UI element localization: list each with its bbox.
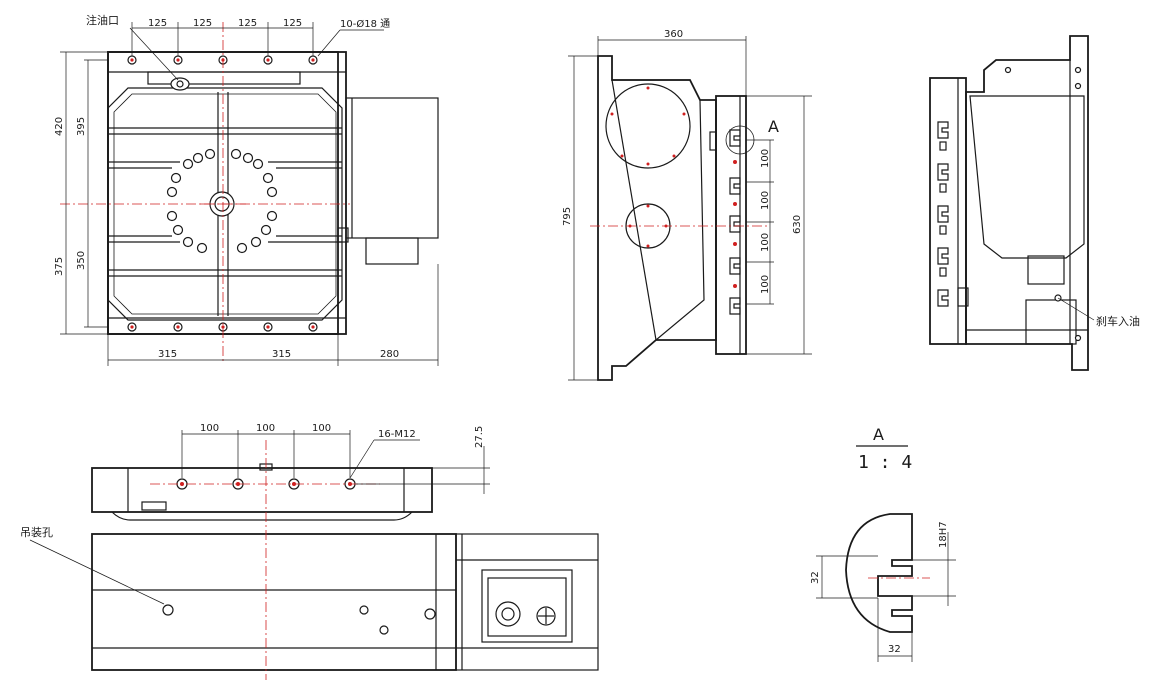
side-dim-top: 360 (664, 29, 683, 40)
top-view: 注油口 125 125 125 125 10-Ø18 通 420 395 375… (54, 13, 439, 366)
side-view-motor-circle (605, 83, 691, 169)
side-detail-ref: A (768, 117, 779, 136)
top-dim-3: 125 (238, 18, 257, 29)
front-view-gearbox (455, 533, 599, 671)
front-dim-1: 100 (200, 423, 219, 434)
dim-bottom-mid: 315 (272, 349, 291, 360)
detail-dim-slot: 18H7 (938, 521, 949, 548)
dim-left-inner-bottom: 350 (76, 251, 87, 270)
side-dim-height: 795 (562, 207, 573, 226)
side-dim-inner: 630 (792, 215, 803, 234)
side-view: 360 795 630 100 100 100 100 A (562, 29, 812, 381)
top-dim-1: 125 (148, 18, 167, 29)
detail-dim-height: 32 (810, 571, 821, 584)
oil-inlet-label: 注油口 (86, 13, 119, 27)
detail-profile (845, 513, 913, 633)
top-view-ring-holes (166, 148, 278, 254)
top-dim-2: 125 (193, 18, 212, 29)
right-view: 刹车入油 (929, 35, 1140, 371)
front-view-table (91, 467, 433, 513)
side-view-tslots (729, 129, 741, 315)
side-view-table (715, 95, 747, 355)
front-view: 100 100 100 16-M12 27.5 吊装孔 (20, 423, 599, 680)
detail-title: A (873, 425, 884, 444)
holes-note: 10-Ø18 通 (340, 18, 390, 30)
detail-scale: 1 : 4 (858, 452, 912, 473)
detail-dim-width: 32 (888, 644, 901, 655)
lifting-hole (162, 604, 174, 616)
brake-oil-label: 刹车入油 (1096, 314, 1140, 328)
dim-left-outer-bottom: 375 (54, 257, 65, 276)
side-dim-slot-1: 100 (760, 149, 771, 168)
thread-note: 16-M12 (378, 429, 416, 440)
connector-panel (481, 569, 573, 643)
side-dim-slot-4: 100 (760, 275, 771, 294)
front-dim-2: 100 (256, 423, 275, 434)
top-view-table (107, 87, 343, 321)
front-view-base (91, 533, 457, 671)
side-dim-slot-2: 100 (760, 191, 771, 210)
dim-left-outer-top: 420 (54, 117, 65, 136)
right-view-tslots (937, 121, 949, 307)
motor-housing (345, 97, 439, 239)
dim-left-inner-top: 395 (76, 117, 87, 136)
side-dim-slot-3: 100 (760, 233, 771, 252)
top-dim-4: 125 (283, 18, 302, 29)
front-dim-vertical: 27.5 (474, 426, 485, 448)
front-dim-3: 100 (312, 423, 331, 434)
dim-bottom-left: 315 (158, 349, 177, 360)
detail-a: A 1 : 4 18H7 32 32 (810, 425, 956, 662)
lifting-hole-label: 吊装孔 (20, 526, 53, 539)
dim-bottom-right: 280 (380, 349, 399, 360)
